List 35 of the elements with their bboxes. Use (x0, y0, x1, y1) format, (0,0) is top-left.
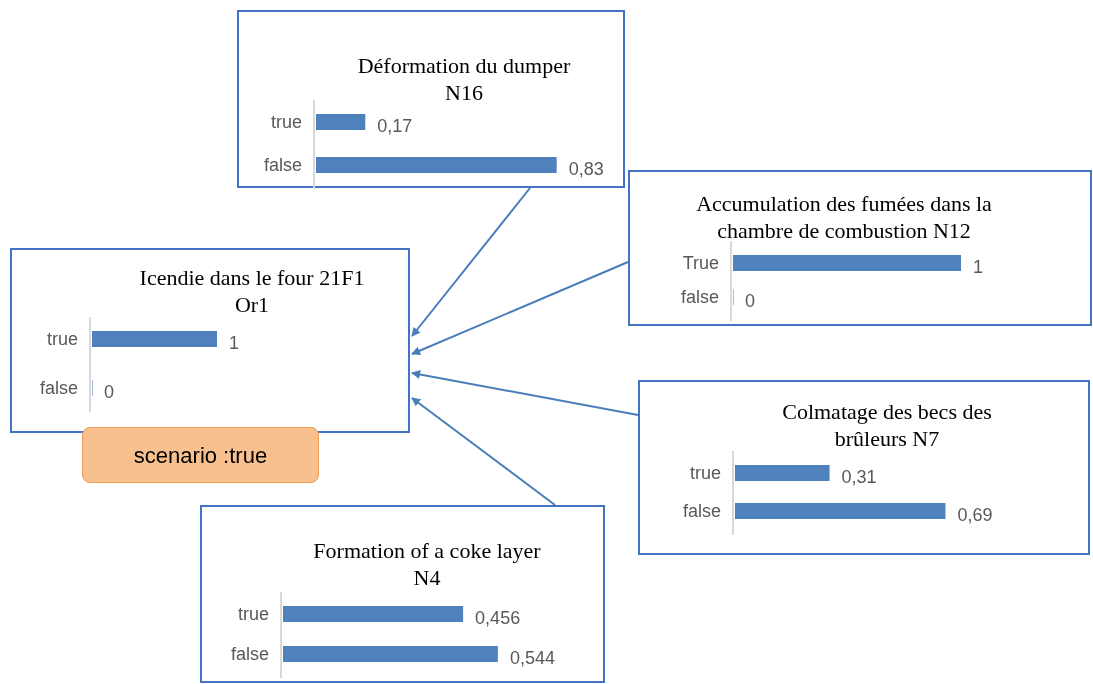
value-label: 0,17 (377, 116, 413, 135)
node-box (628, 170, 1092, 326)
node-box (200, 505, 605, 683)
node-title: Déformation du dumper N16 (356, 52, 572, 106)
category-label: true (270, 113, 302, 131)
value-label: 0,544 (509, 648, 555, 667)
value-label: 1 (229, 333, 239, 352)
node-box (10, 248, 410, 433)
arrow (411, 370, 639, 416)
node-title: Colmatage des becs des brûleurs N7 (781, 398, 993, 452)
category-label: false (680, 288, 719, 306)
value-label: 0,456 (475, 608, 521, 627)
category-label: true (237, 605, 269, 623)
category-label: false (230, 645, 269, 663)
value-label: 1 (973, 257, 983, 276)
node-title: Formation of a coke layer N4 (312, 537, 542, 591)
category-label: false (682, 502, 721, 520)
value-label: 0 (104, 382, 114, 401)
category-label: false (263, 156, 302, 174)
value-label: 0,83 (568, 159, 604, 178)
arrow (411, 397, 556, 506)
category-label: false (39, 379, 78, 397)
value-label: 0,31 (841, 467, 877, 486)
scenario-badge: scenario :true (82, 427, 319, 483)
node-box (237, 10, 625, 188)
category-label: True (682, 254, 719, 272)
node-title: Accumulation des fumées dans la chambre de combustion N12 (695, 190, 993, 244)
category-label: true (46, 330, 78, 348)
arrow (411, 261, 629, 355)
arrow (411, 187, 531, 337)
value-label: 0,69 (957, 505, 993, 524)
value-label: 0 (745, 291, 755, 310)
node-title: Icendie dans le four 21F1 Or1 (138, 264, 366, 318)
category-label: true (689, 464, 721, 482)
node-box (638, 380, 1090, 555)
